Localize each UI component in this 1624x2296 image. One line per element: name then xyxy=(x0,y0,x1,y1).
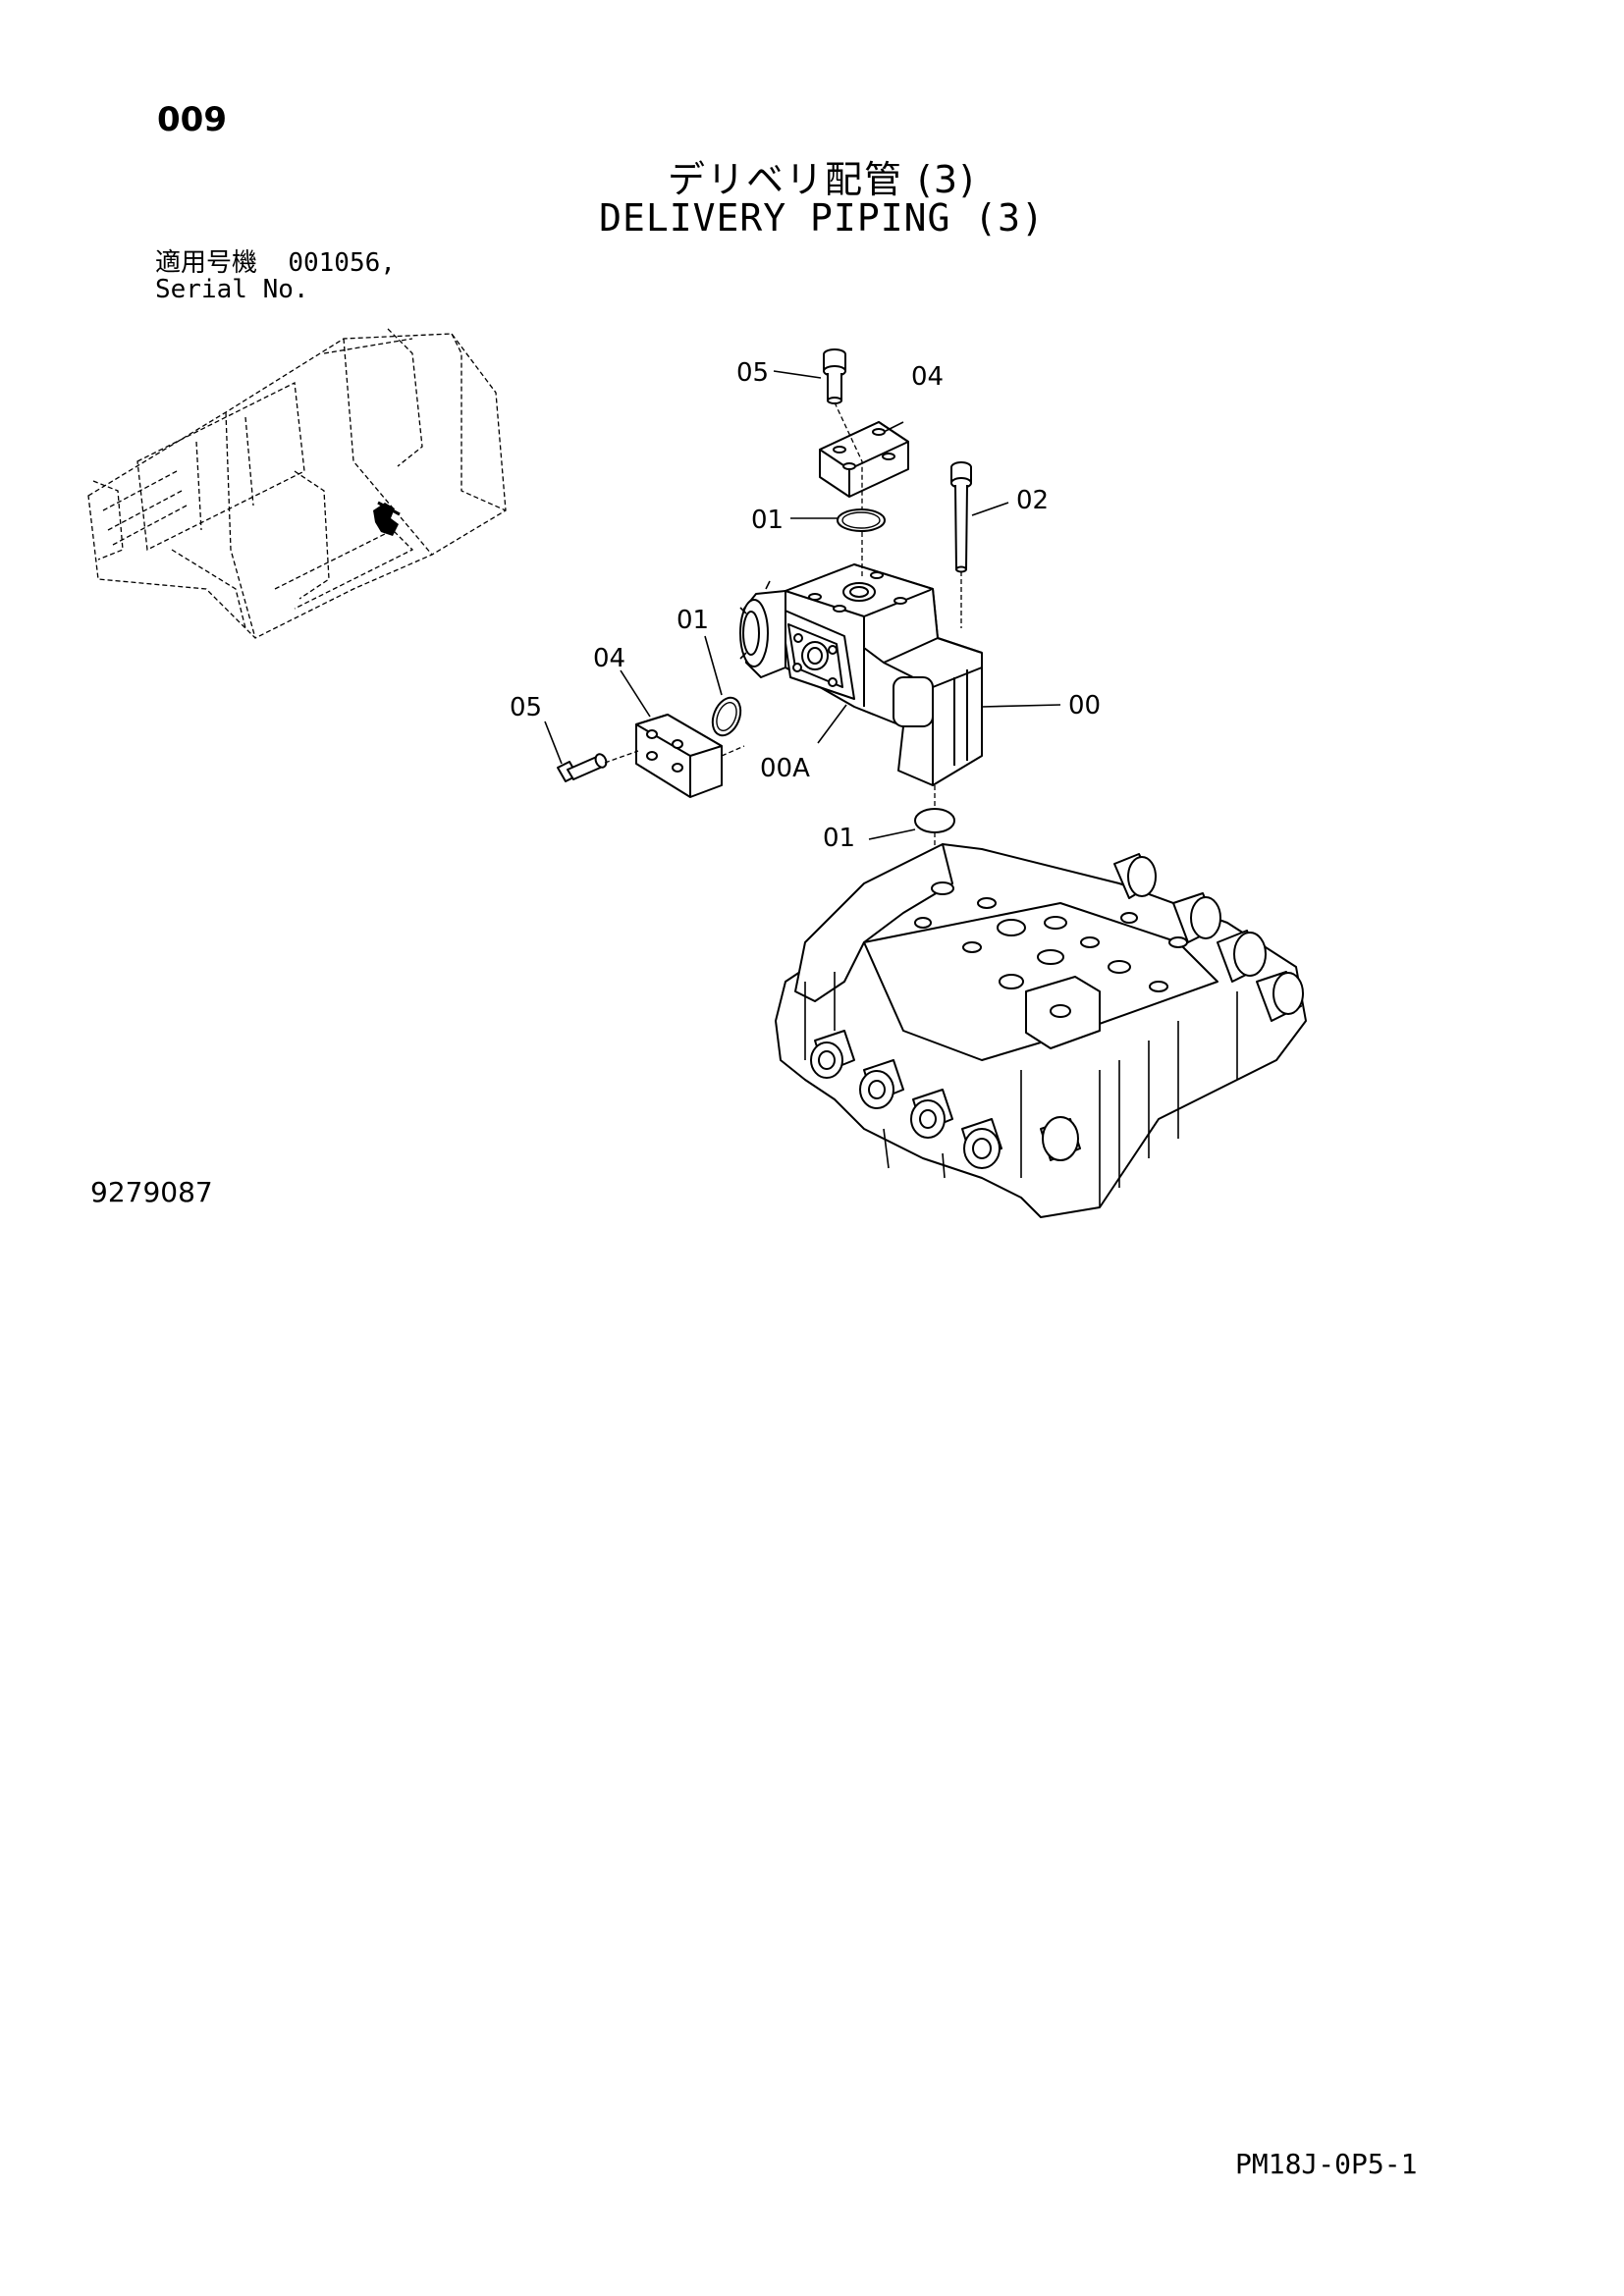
page-number: 009 xyxy=(157,100,227,139)
control-valve-part xyxy=(775,843,1307,1218)
inset-highlight-marker xyxy=(373,501,401,536)
document-number: 9279087 xyxy=(90,1176,213,1208)
applicability-label-jp: 適用号機 xyxy=(155,248,258,278)
callout-flange-top: 04 xyxy=(911,362,944,392)
leader-flange-side xyxy=(620,669,651,718)
leader-bolt-top xyxy=(773,370,822,379)
manifold-block-part xyxy=(739,563,983,786)
callout-oring-bottom: 01 xyxy=(823,824,855,853)
leader-block xyxy=(981,704,1061,708)
long-bolt-part xyxy=(950,461,972,573)
page-code: PM18J-0P5-1 xyxy=(1235,2148,1418,2180)
serial-value: 001056, xyxy=(288,248,396,278)
callout-bolt-top: 05 xyxy=(736,358,769,388)
oring-top-part xyxy=(837,508,886,532)
leader-bolt-side xyxy=(544,721,563,765)
oring-bottom-part xyxy=(914,808,955,833)
leader-block-sub xyxy=(817,704,847,744)
flange-top-part xyxy=(819,421,909,498)
callout-flange-side: 04 xyxy=(593,644,625,673)
callout-block: 00 xyxy=(1068,691,1101,721)
bolt-side-part xyxy=(557,753,608,782)
leader-long-bolt xyxy=(971,502,1009,516)
flange-side-part xyxy=(635,714,723,798)
oring-side-part xyxy=(711,696,742,737)
callout-oring-side: 01 xyxy=(677,606,709,635)
serial-applicability: 適用号機 001056, Serial No. xyxy=(155,250,396,303)
serial-label-en: Serial No. xyxy=(155,275,309,304)
callout-oring-top: 01 xyxy=(751,506,784,535)
serial-row-jp: 適用号機 001056, xyxy=(155,250,396,277)
callout-bolt-side: 05 xyxy=(510,693,542,722)
leader-oring-bottom xyxy=(868,828,916,840)
callout-block-sub: 00A xyxy=(760,754,810,783)
leader-flange-top xyxy=(883,421,904,433)
title-japanese: デリベリ配管 (3) xyxy=(668,158,976,201)
bolt-top-part xyxy=(823,348,846,404)
callout-long-bolt: 02 xyxy=(1016,486,1049,515)
leader-oring-side xyxy=(704,635,723,696)
title-english: DELIVERY PIPING (3) xyxy=(599,196,1045,240)
location-inset-illustration xyxy=(87,328,507,639)
serial-row-en: Serial No. xyxy=(155,277,396,303)
